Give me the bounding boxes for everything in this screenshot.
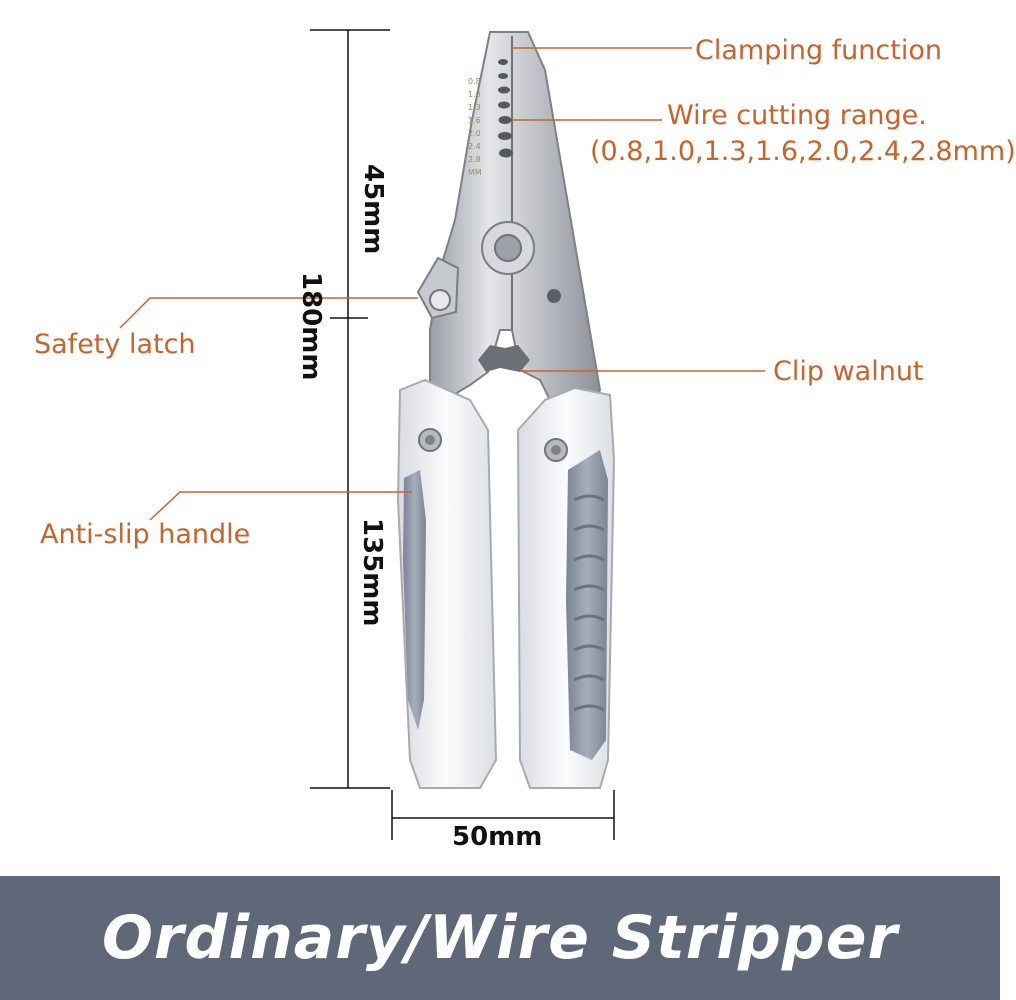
- dim-total-label: 180mm: [296, 272, 326, 381]
- left-grip: [403, 470, 426, 730]
- left-handle: [396, 378, 498, 789]
- banner-title: Ordinary/Wire Stripper: [101, 903, 899, 973]
- gauge-mark: 1.0: [468, 90, 481, 99]
- gauge-mark: 2.8: [468, 155, 481, 164]
- stripping-holes: [498, 59, 513, 158]
- gauge-mark: 1.3: [468, 103, 481, 112]
- dim-handle-label: 135mm: [357, 518, 387, 627]
- dim-head-label: 45mm: [358, 164, 388, 255]
- plier-head: 0.8 1.0 1.3 1.6 2.0 2.4 2.8MM: [416, 31, 602, 401]
- wire-range-label-line2: (0.8,1.0,1.3,1.6,2.0,2.4,2.8mm): [590, 136, 1016, 167]
- gauge-mark: 0.8: [468, 77, 481, 86]
- rivet-head: [547, 289, 561, 303]
- right-handle: [516, 386, 616, 789]
- callout-lines: [119, 47, 765, 521]
- walnut-clip: [478, 345, 530, 372]
- gauge-mark: MM: [468, 168, 482, 177]
- clamping-function-label: Clamping function: [695, 35, 942, 66]
- gauge-mark: 2.4: [468, 142, 481, 151]
- anti-slip-leader: [149, 491, 412, 521]
- clip-walnut-label: Clip walnut: [773, 356, 924, 387]
- wire-range-label-line1: Wire cutting range.: [667, 100, 927, 131]
- dimension-lines: [310, 29, 615, 840]
- dim-width-label: 50mm: [452, 822, 543, 852]
- anti-slip-handle-label: Anti-slip handle: [40, 519, 251, 550]
- head-steel: [429, 31, 602, 401]
- gauge-markings: 0.8 1.0 1.3 1.6 2.0 2.4 2.8MM: [468, 77, 482, 177]
- gauge-mark: 2.0: [468, 129, 481, 138]
- gauge-mark: 1.6: [468, 116, 481, 125]
- pivot-inner: [494, 234, 522, 262]
- safety-latch-label: Safety latch: [34, 329, 196, 360]
- title-banner: Ordinary/Wire Stripper: [0, 876, 1000, 1000]
- safety-latch-leader: [119, 297, 418, 329]
